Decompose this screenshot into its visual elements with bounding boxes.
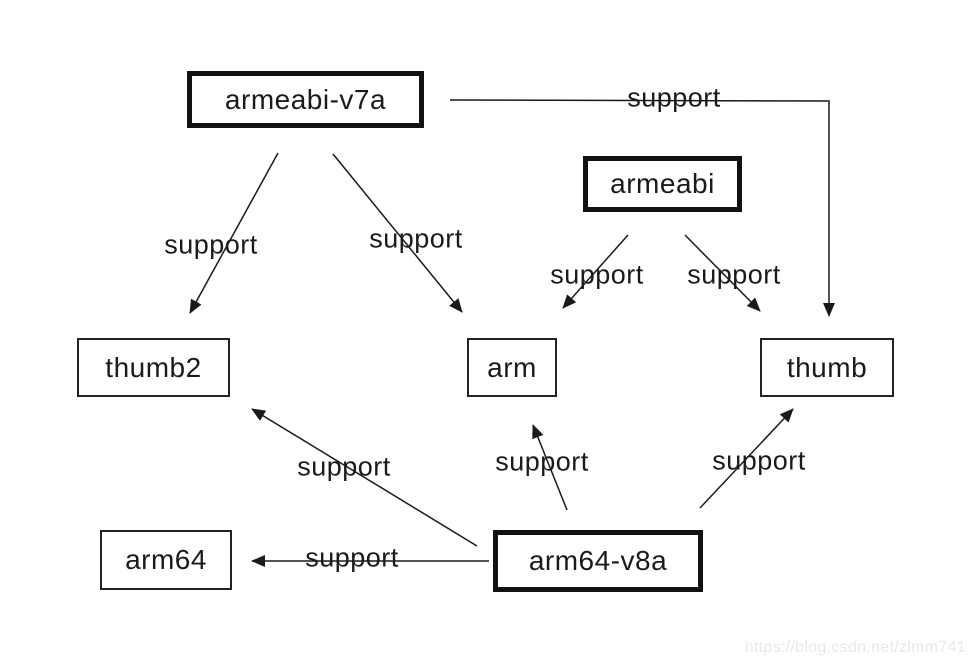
edge-label-arm64-v8a-arm: support xyxy=(495,446,589,477)
node-arm64: arm64 xyxy=(100,530,232,590)
node-armeabi: armeabi xyxy=(583,156,742,212)
edge-armeabi-to-arm xyxy=(562,234,629,309)
edge-armeabi-to-thumb xyxy=(684,234,761,312)
edge-arm64-v8a-to-arm xyxy=(532,424,568,511)
edge-arm64-v8a-to-thumb xyxy=(699,408,794,509)
edge-label-armeabi-v7a-arm: support xyxy=(369,223,463,254)
edge-label-armeabi-arm: support xyxy=(550,259,644,290)
edge-label-armeabi-v7a-thumb2: support xyxy=(164,229,258,260)
node-arm: arm xyxy=(467,338,557,397)
edge-armeabi-v7a-to-thumb xyxy=(449,99,835,317)
edge-armeabi-v7a-to-thumb2 xyxy=(189,152,279,314)
edge-label-armeabi-v7a-thumb: support xyxy=(627,82,721,113)
csdn-watermark: https://blog.csdn.net/zlmm741 xyxy=(744,639,966,656)
edge-label-arm64-v8a-thumb: support xyxy=(712,445,806,476)
edge-label-arm64-v8a-arm64: support xyxy=(305,542,399,573)
edge-arm64-v8a-to-thumb2 xyxy=(251,408,478,547)
node-armeabi-v7a: armeabi-v7a xyxy=(187,71,424,128)
node-arm64-v8a: arm64-v8a xyxy=(493,530,703,592)
node-thumb2: thumb2 xyxy=(77,338,230,397)
edge-label-armeabi-thumb: support xyxy=(687,259,781,290)
edge-armeabi-v7a-to-arm xyxy=(332,153,463,313)
node-thumb: thumb xyxy=(760,338,894,397)
edge-label-arm64-v8a-thumb2: support xyxy=(297,451,391,482)
